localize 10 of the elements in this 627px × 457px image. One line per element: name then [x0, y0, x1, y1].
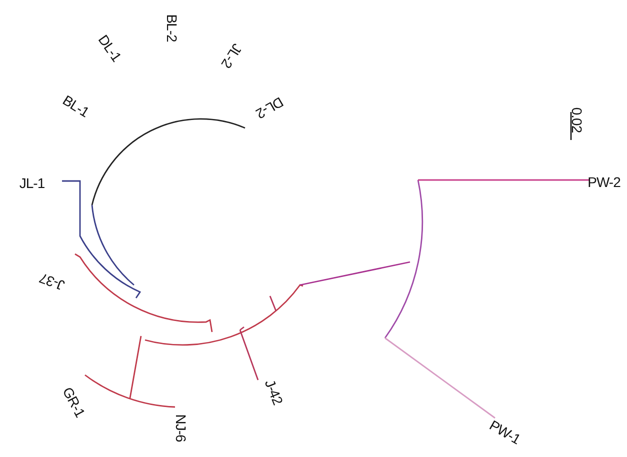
taxon-label: BL-2	[165, 14, 179, 42]
taxon-label: BL-1	[60, 92, 92, 120]
taxon-label: PW-2	[588, 175, 620, 189]
taxon-label: J-37	[38, 271, 66, 293]
taxon-label: DL-2	[254, 94, 286, 122]
taxon-label: JL-1	[19, 176, 45, 190]
taxon-label: GR-1	[60, 384, 88, 420]
taxon-label: J-42	[262, 378, 286, 406]
taxon-label: 0.02	[570, 107, 584, 133]
taxon-label: NJ-6	[174, 414, 188, 442]
